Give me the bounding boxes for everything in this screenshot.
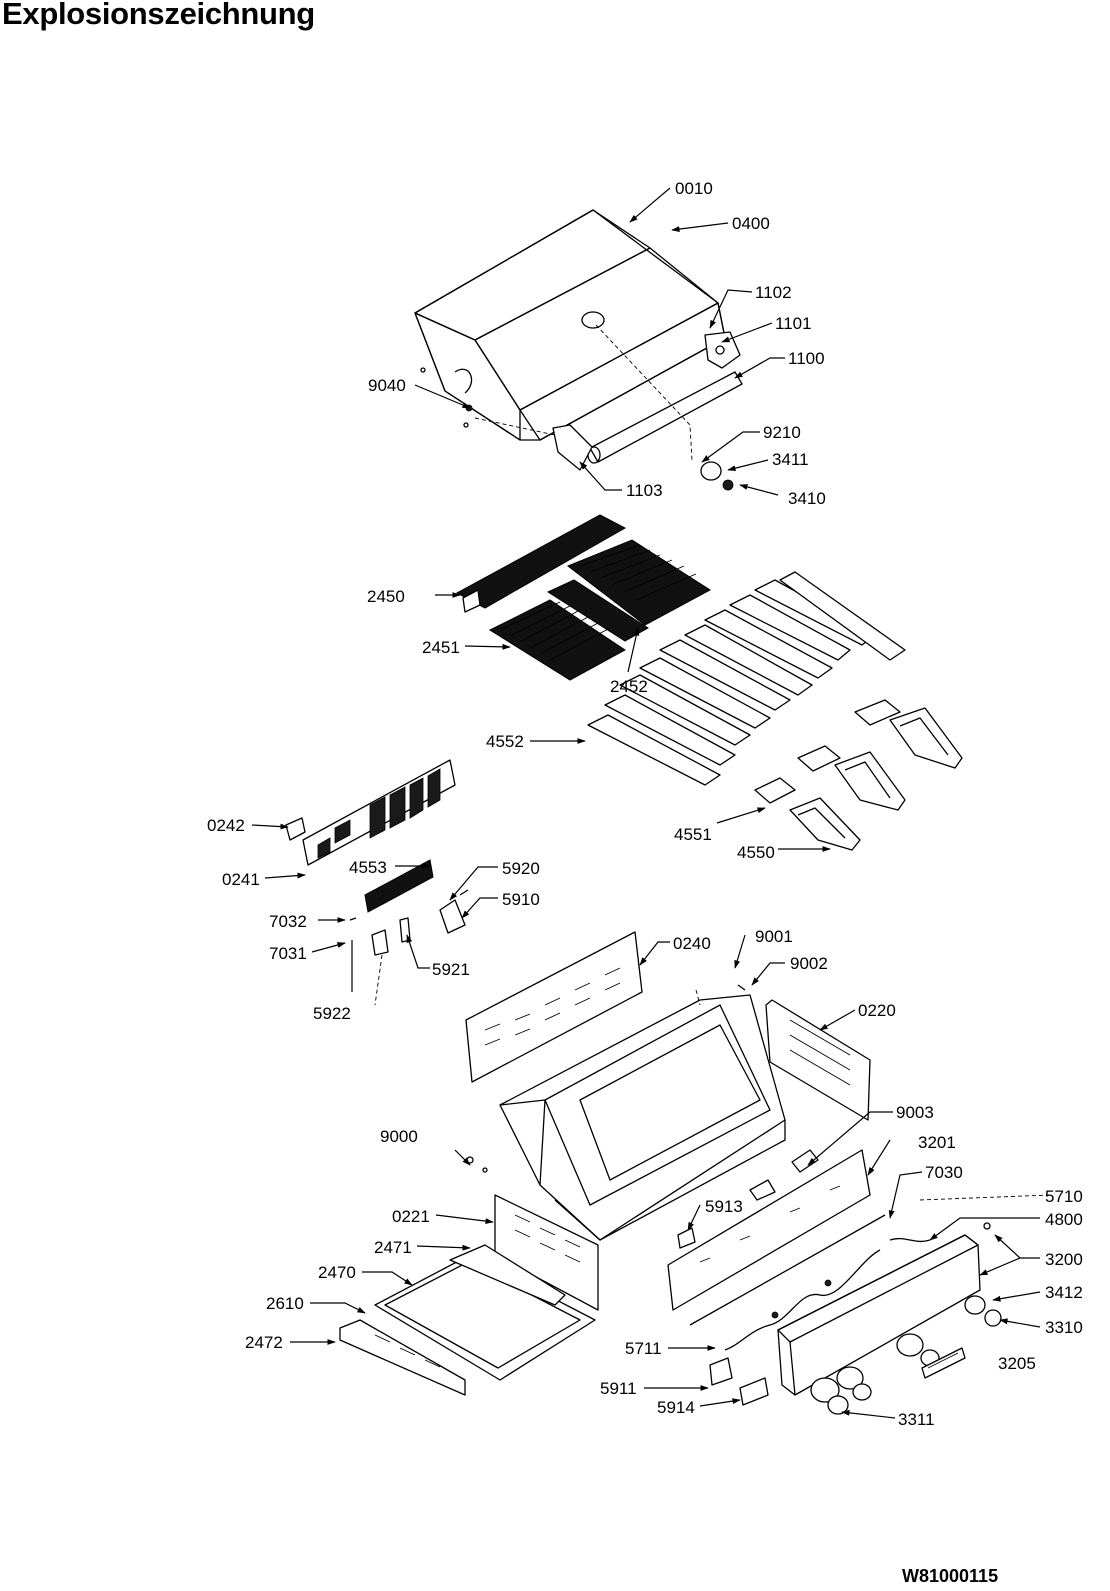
label-0400: 0400	[732, 214, 770, 233]
label-4550: 4550	[737, 843, 775, 862]
label-5914: 5914	[657, 1398, 695, 1417]
label-9003: 9003	[896, 1103, 934, 1122]
label-1102: 1102	[755, 283, 792, 302]
label-9040: 9040	[368, 376, 406, 395]
label-0240: 0240	[673, 934, 711, 953]
label-1101: 1101	[775, 314, 812, 333]
label-7031: 7031	[269, 944, 307, 963]
label-9210: 9210	[763, 423, 801, 442]
label-1100: 1100	[788, 349, 825, 368]
label-5910: 5910	[502, 890, 540, 909]
label-2451: 2451	[422, 638, 460, 657]
label-7032: 7032	[269, 912, 307, 931]
label-3412: 3412	[1045, 1283, 1083, 1302]
label-5913: 5913	[705, 1197, 743, 1216]
hood-assembly	[414, 209, 743, 491]
label-0010: 0010	[675, 179, 713, 198]
label-2450: 2450	[367, 587, 405, 606]
label-0221: 0221	[392, 1207, 430, 1226]
label-5922: 5922	[313, 1004, 351, 1023]
label-4552: 4552	[486, 732, 524, 751]
document-code: W81000115	[902, 1566, 999, 1586]
label-4800: 4800	[1045, 1210, 1083, 1229]
label-3411: 3411	[772, 450, 809, 469]
label-5911: 5911	[600, 1379, 637, 1398]
cooking-grates	[455, 514, 711, 681]
label-0241: 0241	[222, 870, 260, 889]
flavorizer-bars	[587, 571, 906, 786]
label-3410: 3410	[788, 489, 826, 508]
burners	[754, 699, 963, 851]
label-3201: 3201	[918, 1133, 956, 1152]
label-9001: 9001	[755, 927, 793, 946]
ignition-wiring	[709, 1194, 1051, 1406]
label-3310: 3310	[1045, 1318, 1083, 1337]
label-2472: 2472	[245, 1333, 283, 1352]
label-4551: 4551	[674, 825, 712, 844]
part-labels: 0010 0400 1102 1101 1100 9040 9210 3411 …	[207, 179, 1083, 1429]
label-9000: 9000	[380, 1127, 418, 1146]
leader-lines	[251, 187, 1041, 1419]
label-1103: 1103	[626, 481, 663, 500]
label-0242: 0242	[207, 816, 245, 835]
label-2470: 2470	[318, 1263, 356, 1282]
label-3200: 3200	[1045, 1250, 1083, 1269]
label-7030: 7030	[925, 1163, 963, 1182]
left-control-panel	[285, 759, 469, 1006]
firebox-assembly	[339, 931, 886, 1396]
label-3205: 3205	[998, 1354, 1036, 1373]
label-2452: 2452	[610, 677, 648, 696]
label-9002: 9002	[790, 954, 828, 973]
label-5920: 5920	[502, 859, 540, 878]
label-0220: 0220	[858, 1001, 896, 1020]
label-5711: 5711	[625, 1339, 662, 1358]
front-control-panel	[777, 1234, 1002, 1415]
label-2610: 2610	[266, 1294, 304, 1313]
label-4553: 4553	[349, 858, 387, 877]
label-5921: 5921	[432, 960, 470, 979]
label-3311: 3311	[898, 1410, 935, 1429]
label-2471: 2471	[374, 1238, 412, 1257]
page-title: Explosionszeichnung	[2, 0, 315, 31]
label-5710: 5710	[1045, 1187, 1083, 1206]
